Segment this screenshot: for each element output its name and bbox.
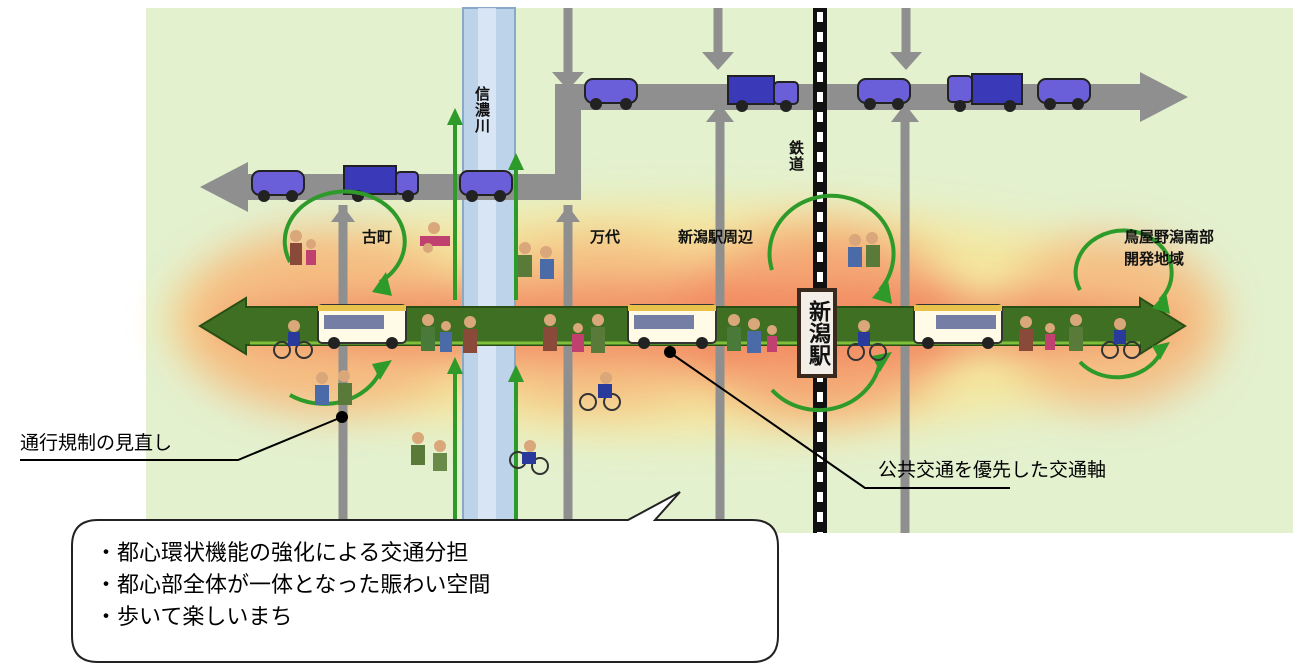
pedestrians — [290, 222, 1083, 471]
car-icon — [857, 78, 911, 110]
area-label-toya-line2: 開発地域 — [1124, 250, 1185, 268]
buses — [317, 304, 1003, 349]
cyclist-icon — [509, 440, 549, 475]
callout-transit-axis: 公共交通を優先した交通軸 — [878, 459, 1107, 481]
bus-icon — [317, 304, 407, 349]
railway-label: 鉄道 — [787, 140, 805, 172]
pedestrian-group — [420, 222, 450, 253]
pedestrian-group — [411, 432, 447, 471]
pedestrian-group — [727, 314, 777, 353]
car-icon — [251, 170, 305, 202]
pedestrian-group — [518, 242, 554, 279]
loop-arrowheads — [372, 272, 1170, 380]
pedestrian-group — [543, 314, 605, 353]
car-icon — [459, 170, 513, 202]
summary-list: ・都心環状機能の強化による交通分担 ・都心部全体が一体となった賑わい空間 ・歩い… — [95, 538, 490, 634]
cyclist-icon — [273, 320, 313, 359]
pedestrian-group — [315, 370, 352, 405]
cyclist-icon — [579, 372, 621, 411]
callout-dot — [664, 346, 676, 358]
callout-traffic-review: 通行規制の見直し — [20, 432, 173, 454]
truck-icon — [947, 73, 1023, 112]
car-icon — [1037, 78, 1091, 110]
area-label-furumachi: 古町 — [362, 228, 393, 246]
bus-icon — [627, 304, 717, 349]
callout-leaders — [20, 353, 1010, 489]
pedestrian-group — [421, 314, 477, 353]
summary-line: ・都心環状機能の強化による交通分担 — [95, 541, 469, 566]
cyclist-icon — [847, 320, 887, 361]
niigata-station-sign: 新潟駅 — [797, 288, 837, 378]
summary-line: ・歩いて楽しいまち — [95, 605, 293, 630]
side-street-arrowheads — [331, 52, 922, 222]
summary-line: ・都心部全体が一体となった賑わい空間 — [95, 573, 491, 598]
bus-icon — [913, 304, 1003, 349]
pedestrian-group — [1019, 314, 1083, 351]
cyclists — [273, 318, 1141, 475]
pedestrian-links — [447, 108, 524, 533]
car-icon — [584, 78, 638, 110]
cyclist-icon — [1101, 318, 1141, 359]
truck-icon — [727, 75, 799, 112]
river-label: 信濃川 — [473, 86, 491, 134]
area-label-station-area: 新潟駅周辺 — [678, 228, 754, 246]
pedestrian-group — [290, 230, 316, 265]
summary-bubble — [71, 491, 779, 663]
callout-dot — [336, 411, 348, 423]
pedestrian-group — [848, 232, 880, 267]
area-label-bandai: 万代 — [590, 228, 621, 246]
railway — [813, 8, 827, 533]
area-label-toya-line1: 鳥屋野潟南部 — [1124, 228, 1215, 246]
